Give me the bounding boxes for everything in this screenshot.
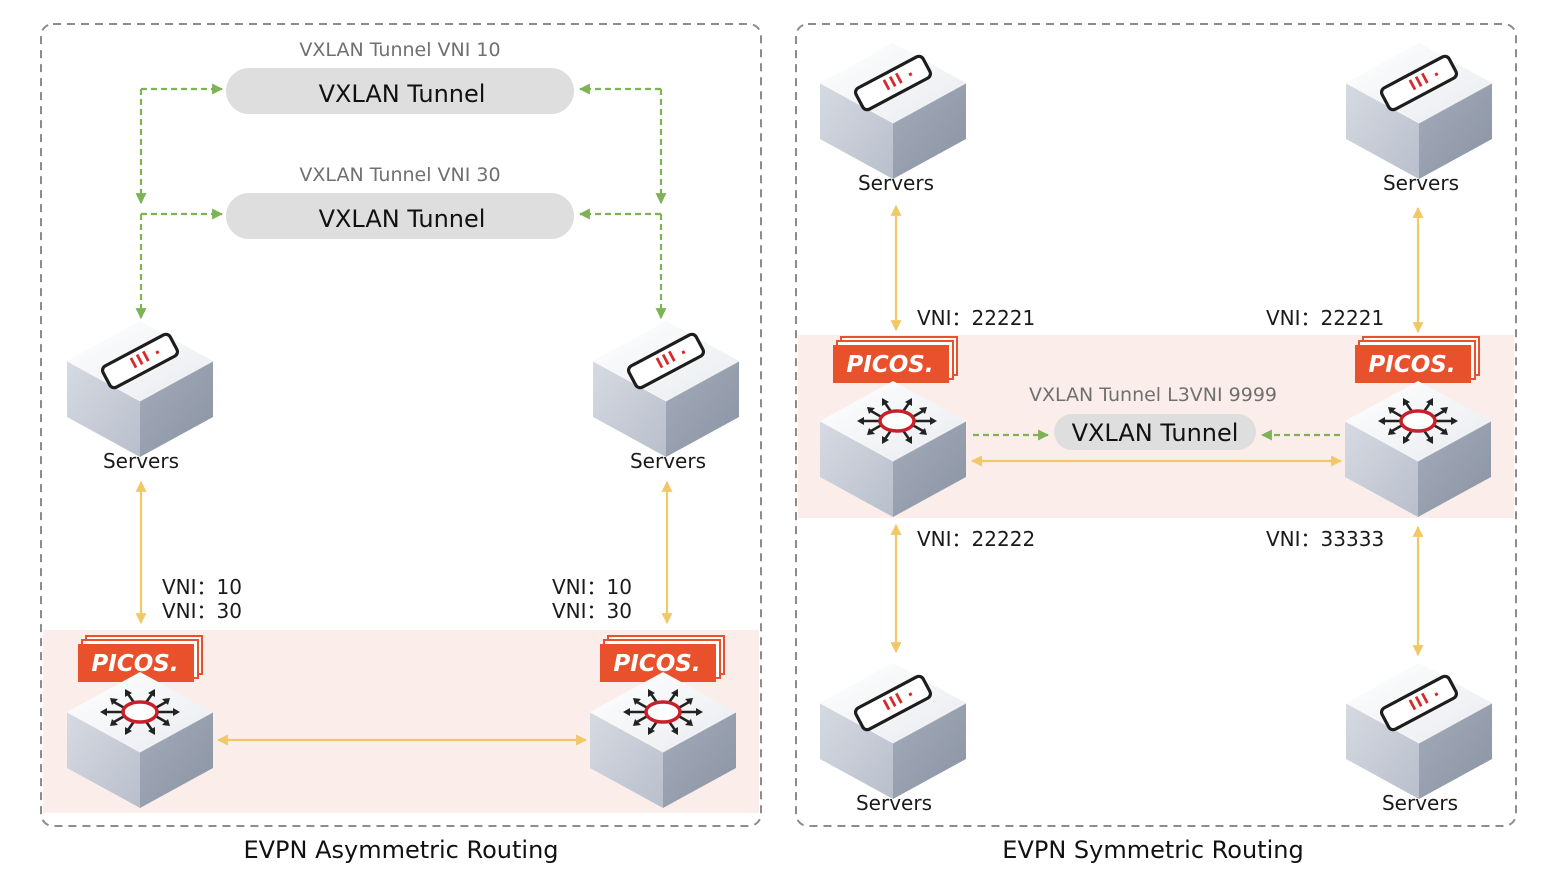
left-panel-caption: EVPN Asymmetric Routing [243,836,558,864]
left-server-right [592,320,740,458]
picos-logo-text: PICOS. [91,651,178,677]
right-vni-tr: VNI：22221 [1266,306,1384,330]
right-panel-caption: EVPN Symmetric Routing [1002,836,1303,864]
right-server-br-label: Servers [1382,791,1458,815]
right-server-top-right [1345,42,1493,180]
right-server-bottom-left [819,662,967,800]
left-tunnel-bottom-pill [226,193,574,239]
left-green-connectors [135,83,667,320]
left-vni-left-2: VNI：30 [162,599,242,623]
right-server-bottom-right [1345,662,1493,800]
left-tunnel-top-pill [226,68,574,114]
right-tunnel-text: VXLAN Tunnel [1072,419,1239,447]
picos-logo-text: PICOS. [846,352,933,378]
left-tunnel-top-label: VXLAN Tunnel VNI 10 [299,39,500,61]
picos-logo-text: PICOS. [1368,352,1455,378]
picos-logo-icon: PICOS. [77,635,203,683]
picos-logo-icon: PICOS. [1354,336,1480,384]
left-tunnel-top-text: VXLAN Tunnel [319,80,486,108]
picos-logo-icon: PICOS. [599,635,725,683]
right-vni-bl: VNI：22222 [917,527,1035,551]
left-vni-left-1: VNI：10 [162,575,242,599]
left-vni-right-1: VNI：10 [552,575,632,599]
left-server-left-label: Servers [103,449,179,473]
right-yellow-links [890,204,1424,657]
right-server-top-left [819,42,967,180]
right-server-tl-label: Servers [858,171,934,195]
picos-logo-text: PICOS. [613,651,700,677]
left-tunnel-bottom-label: VXLAN Tunnel VNI 30 [299,164,500,186]
left-server-right-label: Servers [630,449,706,473]
right-tunnel-pill [1054,414,1256,450]
left-server-left [66,320,214,458]
picos-logo-icon: PICOS. [832,336,958,384]
left-vni-right-2: VNI：30 [552,599,632,623]
right-vni-br: VNI：33333 [1266,527,1384,551]
left-yellow-links [135,480,673,746]
left-tunnel-bottom-text: VXLAN Tunnel [319,205,486,233]
right-server-tr-label: Servers [1383,171,1459,195]
right-server-bl-label: Servers [856,791,932,815]
right-vni-tl: VNI：22221 [917,306,1035,330]
right-tunnel-label: VXLAN Tunnel L3VNI 9999 [1029,384,1277,406]
